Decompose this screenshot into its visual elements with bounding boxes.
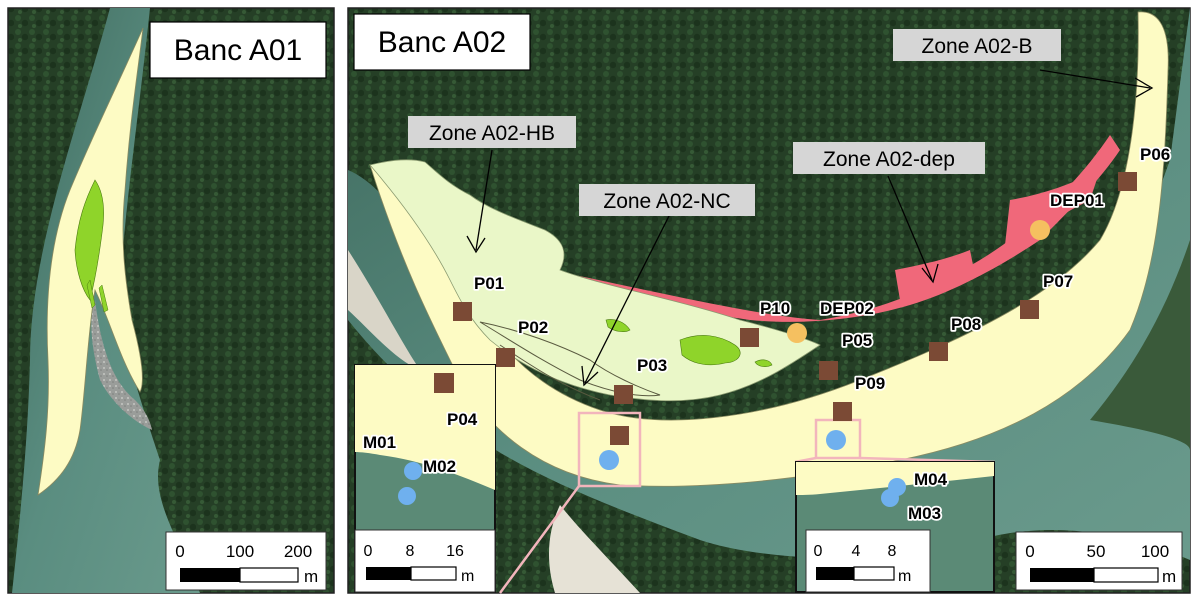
scale-unit: m: [898, 568, 911, 585]
inset-label-m03: M03: [908, 504, 941, 523]
inset-label-m01: M01: [363, 433, 396, 452]
vegetation-patch-a01: [74, 179, 104, 301]
title-box-a02: [353, 13, 531, 71]
bank-a02: [369, 11, 1169, 487]
point-marker-p07: [1020, 300, 1039, 319]
water-marker: [599, 450, 619, 470]
zone-label-box: [893, 29, 1061, 61]
scale-bar-a02: 0 50 100 m: [1015, 531, 1183, 591]
point-marker-p05: [819, 361, 838, 380]
zone-label-b: Zone A02-B: [922, 35, 1033, 58]
scale-unit: m: [304, 567, 318, 586]
deposit-label-dep01: DEP01: [1050, 191, 1104, 210]
point-marker-p02: [496, 348, 515, 367]
title-a02: Banc A02: [378, 26, 506, 59]
deposit-marker-dep02: [787, 323, 807, 343]
gravel-a01: [91, 300, 152, 430]
scale-unit: m: [1162, 567, 1176, 586]
zone-arrow-dep-head: [921, 263, 939, 284]
point-label-p03: P03: [637, 356, 667, 375]
zone-label-box: [579, 184, 755, 216]
scale-tick: 4: [852, 543, 861, 560]
zone-label-box: [408, 116, 576, 148]
point-label-p06: P06: [1140, 145, 1170, 164]
scale-tick: 50: [1087, 542, 1106, 561]
scale-unit: m: [461, 568, 474, 585]
scale-bar-a01: 0 100 200 m: [165, 531, 327, 591]
scale-tick: 0: [364, 543, 373, 560]
deposit-zone-dep01: [1005, 170, 1100, 245]
panel-a02: P01 P02 P03 P05 P06 P07 P08 P09 P10 DEP0…: [347, 7, 1191, 594]
scale-tick: 0: [1025, 542, 1034, 561]
zone-nc-outline: [479, 321, 661, 397]
zone-arrow-nc: [584, 213, 671, 384]
scale-tick: 16: [446, 543, 464, 560]
deposit-zone-strip: [550, 135, 1120, 322]
inset-label-p04: P04: [447, 410, 478, 429]
scale-tick: 0: [814, 543, 823, 560]
water-marker: [826, 430, 846, 450]
point-label-p05: P05: [842, 331, 872, 350]
point-marker-p09: [833, 402, 852, 421]
scale-tick: 100: [226, 542, 254, 561]
zone-arrow-b: [1039, 69, 1151, 89]
scale-tick: 100: [1141, 542, 1169, 561]
right-bank-forest: [1090, 240, 1190, 450]
point-label-p07: P07: [1043, 272, 1073, 291]
scale-tick: 8: [406, 543, 415, 560]
inset-point-p04: [434, 373, 454, 393]
point-label-p01: P01: [474, 274, 504, 293]
point-marker-p08: [929, 342, 948, 361]
zone-label-box: [793, 142, 985, 174]
point-label-p08: P08: [951, 315, 981, 334]
inset-marker-m01: [404, 462, 422, 480]
deposit-label-dep02: DEP02: [820, 299, 874, 318]
scale-tick: 0: [175, 542, 184, 561]
title-a01: Banc A01: [174, 34, 302, 67]
panel-a01: Banc A01 0 100 200 m: [7, 7, 335, 594]
vegetation-patch-a01-small: [86, 279, 96, 309]
scale-tick: 8: [888, 543, 897, 560]
sandbar-left: [348, 250, 420, 370]
inset-marker-m02: [398, 487, 416, 505]
vegetation-patch-a02-tiny: [754, 359, 773, 367]
vegetation-patch-a02-large: [679, 335, 741, 366]
inset-marker-m03: [881, 489, 899, 507]
inset-left: P04 M01 M02 0 8 16 m: [354, 364, 496, 593]
point-marker-p01: [453, 302, 472, 321]
inset-frame-left: [577, 411, 642, 488]
vegetation-patch-a01-small-2: [98, 284, 109, 313]
inset-label-m04: M04: [914, 470, 948, 489]
inset-connector: [498, 485, 581, 594]
title-box-a01: [149, 21, 327, 79]
sandbar-bottom: [548, 505, 640, 593]
zone-arrow-dep: [887, 175, 933, 281]
deposit-marker-dep01: [1030, 220, 1050, 240]
inset-label-m02: M02: [423, 457, 456, 476]
zone-arrow-nc-head: [581, 365, 599, 387]
scale-tick: 200: [284, 542, 312, 561]
inset-right: M04 M03 0 4 8 m: [795, 461, 995, 593]
zone-arrow-hb-head: [466, 235, 486, 254]
point-marker-p03: [614, 385, 633, 404]
zone-arrow-b-head: [1134, 77, 1154, 98]
zone-label-hb: Zone A02-HB: [429, 122, 555, 145]
zone-label-dep: Zone A02-dep: [823, 148, 955, 171]
point-label-p02: P02: [518, 318, 548, 337]
point-marker-p06: [1118, 172, 1137, 191]
point-label-p10: P10: [760, 299, 790, 318]
zone-arrow-hb: [475, 149, 493, 251]
point-marker-p10: [740, 328, 759, 347]
zone-label-nc: Zone A02-NC: [603, 190, 730, 213]
point-marker-p04: [610, 426, 629, 445]
point-label-p09: P09: [855, 374, 885, 393]
